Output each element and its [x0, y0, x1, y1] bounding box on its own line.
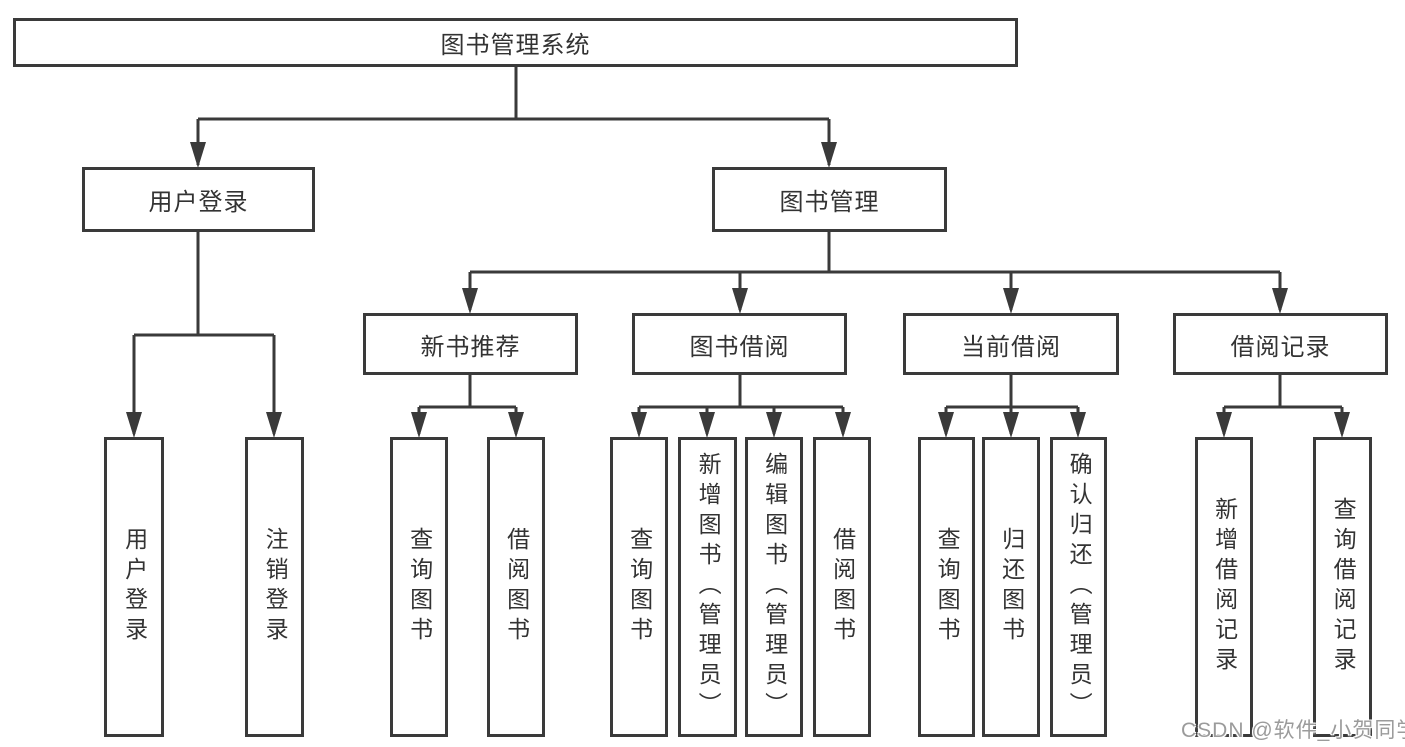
leaf-label: 查询图书: [626, 527, 653, 647]
leaf-add-book-admin: 新增图书（管理员）: [678, 437, 737, 737]
leaf-label: 确认归还（管理员）: [1066, 452, 1093, 722]
leaf-borrow-book-recommend: 借阅图书: [487, 437, 545, 737]
leaf-user-login: 用户登录: [104, 437, 164, 737]
node-new-book-recommend: 新书推荐: [363, 313, 578, 375]
leaf-label: 编辑图书（管理员）: [761, 452, 788, 722]
leaf-label: 借阅图书: [503, 527, 530, 647]
leaf-add-borrow-record: 新增借阅记录: [1195, 437, 1253, 737]
leaf-query-book-current: 查询图书: [918, 437, 975, 737]
leaf-query-book-borrow: 查询图书: [610, 437, 668, 737]
leaf-label: 新增图书（管理员）: [695, 452, 722, 722]
leaf-label: 归还图书: [998, 527, 1025, 647]
csdn-watermark: CSDN @软件_小贺同学: [1181, 719, 1405, 742]
leaf-label: 注销登录: [262, 527, 289, 647]
leaf-query-book-recommend: 查询图书: [390, 437, 448, 737]
leaf-return-book: 归还图书: [982, 437, 1040, 737]
leaf-label: 查询图书: [406, 527, 433, 647]
leaf-label: 新增借阅记录: [1211, 497, 1238, 677]
node-library-system-root: 图书管理系统: [13, 18, 1018, 67]
leaf-label: 查询图书: [934, 527, 961, 647]
leaf-edit-book-admin: 编辑图书（管理员）: [745, 437, 803, 737]
node-book-management: 图书管理: [712, 167, 947, 232]
node-book-borrow: 图书借阅: [632, 313, 847, 375]
leaf-label: 用户登录: [121, 527, 148, 647]
leaf-query-borrow-record: 查询借阅记录: [1313, 437, 1372, 737]
leaf-label: 借阅图书: [829, 527, 856, 647]
node-borrow-records: 借阅记录: [1173, 313, 1388, 375]
leaf-borrow-book: 借阅图书: [813, 437, 871, 737]
leaf-label: 查询借阅记录: [1330, 497, 1357, 677]
leaf-confirm-return-admin: 确认归还（管理员）: [1050, 437, 1107, 737]
leaf-logout: 注销登录: [245, 437, 304, 737]
node-user-login: 用户登录: [82, 167, 315, 232]
node-current-borrow: 当前借阅: [903, 313, 1119, 375]
